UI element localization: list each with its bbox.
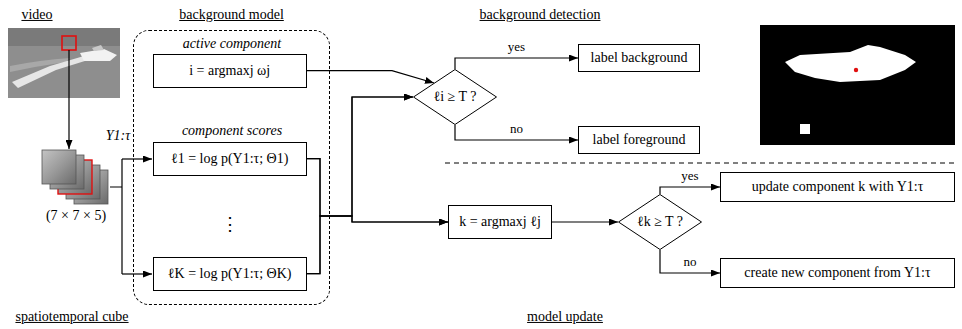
mask-blob bbox=[800, 124, 810, 134]
cube-feed-arrow bbox=[122, 158, 152, 159]
node-text: update component k with Y1:τ bbox=[752, 179, 924, 195]
section-heading: video bbox=[21, 7, 52, 23]
mask-boat bbox=[785, 45, 916, 82]
flow-arrow bbox=[307, 159, 448, 222]
cube-feed-line bbox=[110, 159, 122, 274]
video-background bbox=[8, 28, 120, 98]
node-text: k = argmaxj ℓj bbox=[459, 214, 541, 230]
formula-box: k = argmaxj ℓj bbox=[448, 205, 552, 239]
edge-label: no bbox=[508, 122, 525, 136]
node-text: ℓ1 = log p(Y1:τ; Θ1) bbox=[171, 151, 288, 167]
node-text: i = argmaxj ωj bbox=[189, 63, 270, 79]
formula-box: ℓK = log p(Y1:τ; ΘK) bbox=[153, 257, 307, 291]
model-group: i = argmaxj ωj ℓ1 = log p(Y1:τ; Θ1) ℓK = l… bbox=[133, 30, 330, 305]
node-text: label foreground bbox=[593, 132, 686, 148]
symbol-label: Y1:τ bbox=[106, 128, 130, 144]
flow-arrow bbox=[307, 97, 413, 216]
group-subheading: component scores bbox=[182, 123, 282, 139]
edge-label: no bbox=[682, 255, 699, 269]
cube-feed-arrow bbox=[122, 273, 152, 274]
section-heading: spatiotemporal cube bbox=[15, 309, 128, 325]
flow-arrow bbox=[552, 221, 618, 222]
flow-arrow bbox=[307, 216, 448, 274]
patch-marker bbox=[62, 36, 76, 50]
node-text: label background bbox=[591, 50, 688, 66]
cube-frame bbox=[42, 150, 76, 184]
flow-arrow bbox=[455, 58, 578, 69]
diamond-shape bbox=[414, 70, 497, 125]
diamond-shape bbox=[619, 195, 702, 250]
ellipsis-mark: ⋮ bbox=[221, 214, 239, 235]
boat-hull bbox=[80, 49, 117, 61]
boat-wake bbox=[12, 56, 88, 88]
group-subheading: active component bbox=[183, 36, 281, 52]
formula-box: ℓ1 = log p(Y1:τ; Θ1) bbox=[153, 142, 307, 176]
video-water-far bbox=[8, 28, 120, 46]
section-separator bbox=[445, 163, 955, 164]
edge-label: yes bbox=[506, 40, 527, 54]
decision-diamond: ℓk ≥ T ? bbox=[618, 194, 702, 250]
action-box: label background bbox=[578, 44, 700, 72]
flow-arrow bbox=[660, 187, 720, 194]
action-box: update component k with Y1:τ bbox=[720, 172, 955, 202]
formula-box: i = argmaxj ωj bbox=[153, 54, 307, 88]
node-text: create new component from Y1:τ bbox=[744, 265, 930, 281]
node-text: ℓk ≥ T ? bbox=[637, 214, 683, 230]
mask-background bbox=[760, 25, 955, 145]
extract-arrow bbox=[68, 50, 69, 149]
flow-arrow bbox=[660, 250, 720, 273]
mask-pixel bbox=[854, 68, 858, 72]
node-text: ℓK = log p(Y1:τ; ΘK) bbox=[168, 266, 292, 282]
node-text: ℓi ≥ T ? bbox=[433, 89, 476, 105]
cube-stack bbox=[42, 150, 108, 204]
flow-arrow bbox=[307, 71, 434, 83]
edge-label: yes bbox=[679, 169, 700, 183]
foreground-mask bbox=[760, 25, 955, 145]
video-frame bbox=[8, 28, 120, 98]
section-heading: background detection bbox=[480, 7, 601, 23]
flow-arrow bbox=[307, 97, 413, 274]
boat-cabin bbox=[92, 45, 104, 51]
action-box: label foreground bbox=[578, 126, 700, 154]
dimension-label: (7 × 7 × 5) bbox=[46, 208, 106, 224]
decision-diamond: ℓi ≥ T ? bbox=[413, 69, 497, 125]
group-heading: background model bbox=[134, 7, 329, 23]
action-box: create new component from Y1:τ bbox=[720, 258, 955, 288]
section-heading: model update bbox=[527, 309, 603, 325]
